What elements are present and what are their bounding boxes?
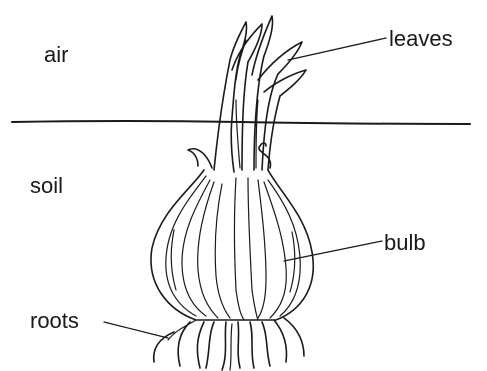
roots-label: roots [30,308,79,333]
roots-leader-line [104,322,168,338]
onion-leaves [214,16,306,172]
onion-roots [154,318,304,370]
onion-bulb [151,143,313,320]
bulb-label: bulb [384,230,426,255]
air-label: air [44,42,68,67]
soil-label: soil [30,173,63,198]
soil-surface-line [12,121,470,124]
leaves-label: leaves [389,26,453,51]
leaves-leader-line [288,38,386,60]
